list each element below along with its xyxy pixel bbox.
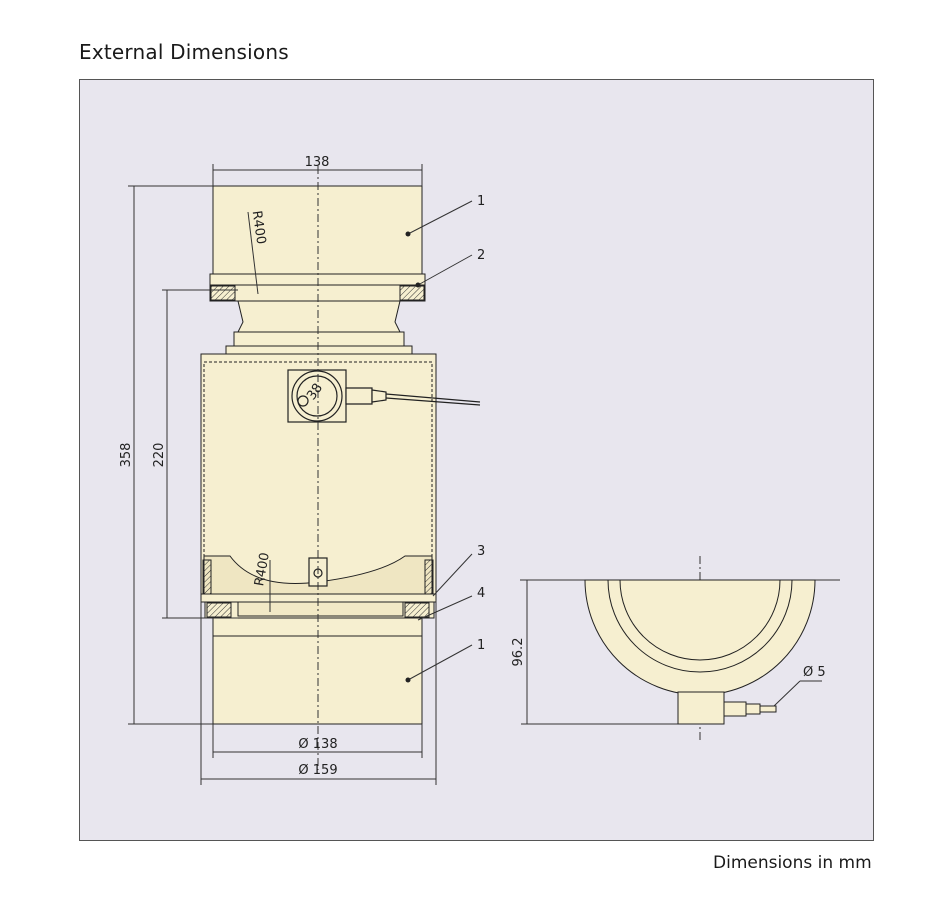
callout-1-bottom: 1 (477, 638, 485, 653)
page-title: External Dimensions (79, 40, 289, 64)
dim-cable-dia: Ø 5 (803, 665, 826, 680)
callout-dots (405, 231, 421, 683)
dim-side-height: 96.2 (511, 638, 526, 667)
dimension-labels: 138 358 220 R400 R400 38 Ø 138 Ø 159 96.… (119, 155, 826, 778)
callout-labels: 1 2 3 4 1 (477, 194, 485, 653)
dim-total-height: 358 (119, 443, 134, 468)
neck (237, 300, 401, 333)
front-view (200, 185, 437, 725)
callout-2: 2 (477, 248, 485, 263)
dim-radius-top: R400 (249, 210, 269, 246)
callout-3: 3 (477, 544, 485, 559)
callout-1-top: 1 (477, 194, 485, 209)
callout-4: 4 (477, 586, 485, 601)
dim-top-width: 138 (305, 155, 330, 170)
dim-outer-dia: Ø 159 (298, 763, 337, 778)
units-note: Dimensions in mm (713, 853, 872, 873)
dim-inner-height: 220 (152, 443, 167, 468)
side-view (584, 579, 816, 725)
dim-base-dia: Ø 138 (298, 737, 337, 752)
connector (287, 369, 481, 587)
dim-radius-bottom: R400 (252, 551, 273, 587)
